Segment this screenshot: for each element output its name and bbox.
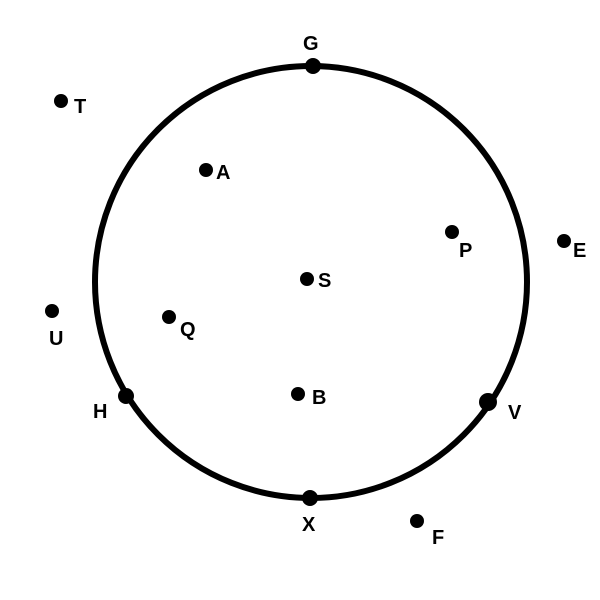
point-b-dot xyxy=(291,387,305,401)
point-t-label: T xyxy=(74,96,86,118)
point-f-group: F xyxy=(410,514,444,549)
point-t-dot xyxy=(54,94,68,108)
point-s-dot xyxy=(300,272,314,286)
point-e-dot xyxy=(557,234,571,248)
point-g-group: G xyxy=(303,33,321,74)
point-h-dot xyxy=(118,388,134,404)
point-p-group: P xyxy=(445,225,472,262)
point-a-label: A xyxy=(216,162,230,184)
point-x-dot xyxy=(302,490,318,506)
point-v-group: V xyxy=(479,393,522,424)
point-f-label: F xyxy=(432,527,444,549)
point-x-label: X xyxy=(302,514,316,536)
point-v-label: V xyxy=(508,402,522,424)
point-u-dot xyxy=(45,304,59,318)
point-p-dot xyxy=(445,225,459,239)
point-a-dot xyxy=(199,163,213,177)
point-u-label: U xyxy=(49,328,63,350)
point-s-group: S xyxy=(300,270,331,292)
point-q-dot xyxy=(162,310,176,324)
point-s-label: S xyxy=(318,270,331,292)
point-e-group: E xyxy=(557,234,586,262)
point-b-label: B xyxy=(312,387,326,409)
point-t-group: T xyxy=(54,94,86,118)
point-b-group: B xyxy=(291,387,326,409)
point-q-label: Q xyxy=(180,319,196,341)
point-h-group: H xyxy=(93,388,134,423)
point-p-label: P xyxy=(459,240,472,262)
point-u-group: U xyxy=(45,304,63,350)
point-f-dot xyxy=(410,514,424,528)
point-v-dot xyxy=(479,393,497,411)
point-x-group: X xyxy=(302,490,318,536)
point-a-group: A xyxy=(199,162,230,184)
point-g-label: G xyxy=(303,33,319,55)
point-h-label: H xyxy=(93,401,107,423)
point-g-dot xyxy=(305,58,321,74)
point-q-group: Q xyxy=(162,310,196,341)
point-e-label: E xyxy=(573,240,586,262)
